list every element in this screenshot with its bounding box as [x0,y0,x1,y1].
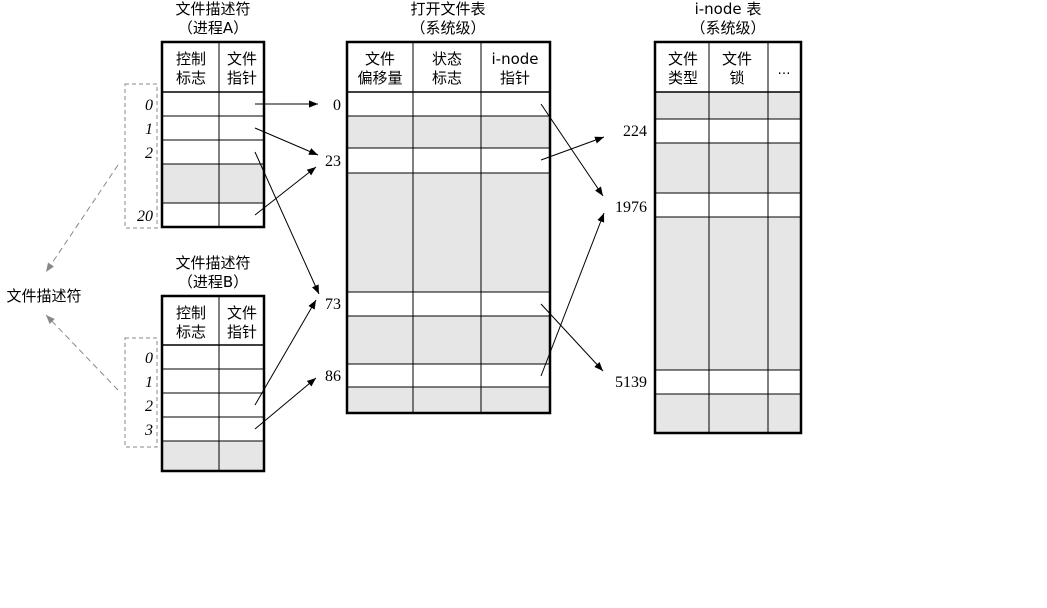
process-a-col-flags-1: 控制 [176,50,206,68]
inode-table-title: i-node 表 [695,0,762,18]
process-b-col-flags-1: 控制 [176,304,206,322]
oft-col-inode-2: 指针 [500,69,530,87]
inode-col-lock-1: 文件 [722,50,752,68]
inode-col-type-2: 类型 [668,69,698,87]
arrow-a-fd20-to-oft23 [254,166,317,216]
oft-index-23: 23 [325,153,341,170]
oft-index-0: 0 [333,97,341,114]
side-label-arrow-b [45,314,119,391]
arrow-oft0-to-inode1976 [540,103,604,197]
process-b-fd-1: 1 [145,374,153,391]
process-a-shaded-row [162,164,264,203]
inode-index-224: 224 [623,123,647,140]
process-a-col-ptr-1: 文件 [227,50,257,68]
process-a-fd-2: 2 [145,145,153,162]
inode-table-subtitle: （系统级） [690,19,765,37]
process-b-fd-3: 3 [144,422,153,439]
arrow-oft73-to-inode5139 [540,303,604,372]
process-b-title: 文件描述符 [175,254,250,272]
process-a-table: 文件描述符 （进程A） 控制 标志 文件 指针 0 1 2 20 [124,0,266,229]
arrow-a-fd1-to-oft23 [254,127,319,156]
process-a-col-flags-2: 标志 [176,69,206,87]
process-b-table: 文件描述符 （进程B） 控制 标志 文件 指针 0 1 2 3 [124,254,266,473]
arrow-b-fd3-to-oft86 [254,377,317,430]
side-label-arrow-a [45,164,119,273]
process-a-fd-3: 20 [137,208,153,225]
process-b-col-ptr-2: 指针 [227,323,257,341]
process-a-col-ptr-2: 指针 [227,69,257,87]
process-a-title: 文件描述符 [175,0,250,18]
inode-table: i-node 表 （系统级） 文件 类型 文件 锁 … 224 1976 513… [615,0,803,435]
inode-index-5139: 5139 [615,374,647,391]
inode-col-lock-2: 锁 [729,69,744,87]
open-file-table-title: 打开文件表 [410,0,485,18]
open-file-table-border [345,40,552,415]
process-a-subtitle: （进程A） [178,19,248,37]
oft-col-offset-2: 偏移量 [357,69,402,87]
open-file-table-subtitle: （系统级） [410,19,485,37]
process-b-col-ptr-1: 文件 [227,304,257,322]
open-file-table: 打开文件表 （系统级） 文件 偏移量 状态 标志 i-node 指针 0 23 [325,0,552,415]
oft-col-inode-1: i-node [491,50,538,68]
process-b-shaded-row [162,441,264,471]
side-label: 文件描述符 [6,287,81,305]
process-b-border [160,294,266,473]
process-b-fd-2: 2 [145,398,153,415]
inode-col-more: … [778,63,791,78]
arrow-a-fd2-to-oft73 [254,151,320,295]
process-b-fd-0: 0 [145,350,153,367]
process-b-fd-bracket [124,337,158,448]
oft-col-status-1: 状态 [432,50,462,68]
oft-col-offset-1: 文件 [365,50,395,68]
arrow-b-fd2-to-oft73 [254,299,317,406]
oft-col-status-2: 标志 [432,69,462,87]
oft-index-73: 73 [325,296,341,313]
arrow-oft86-to-inode1976 [540,212,605,377]
process-a-fd-0: 0 [145,97,153,114]
process-b-subtitle: （进程B） [178,273,248,291]
inode-table-border [653,40,803,435]
oft-index-86: 86 [325,368,341,385]
inode-col-type-1: 文件 [668,50,698,68]
process-b-col-flags-2: 标志 [176,323,206,341]
inode-index-1976: 1976 [615,199,647,216]
process-a-fd-bracket [124,83,158,229]
process-a-fd-1: 1 [145,121,153,138]
process-a-border [160,40,266,229]
arrow-oft23-to-inode224 [540,136,605,161]
